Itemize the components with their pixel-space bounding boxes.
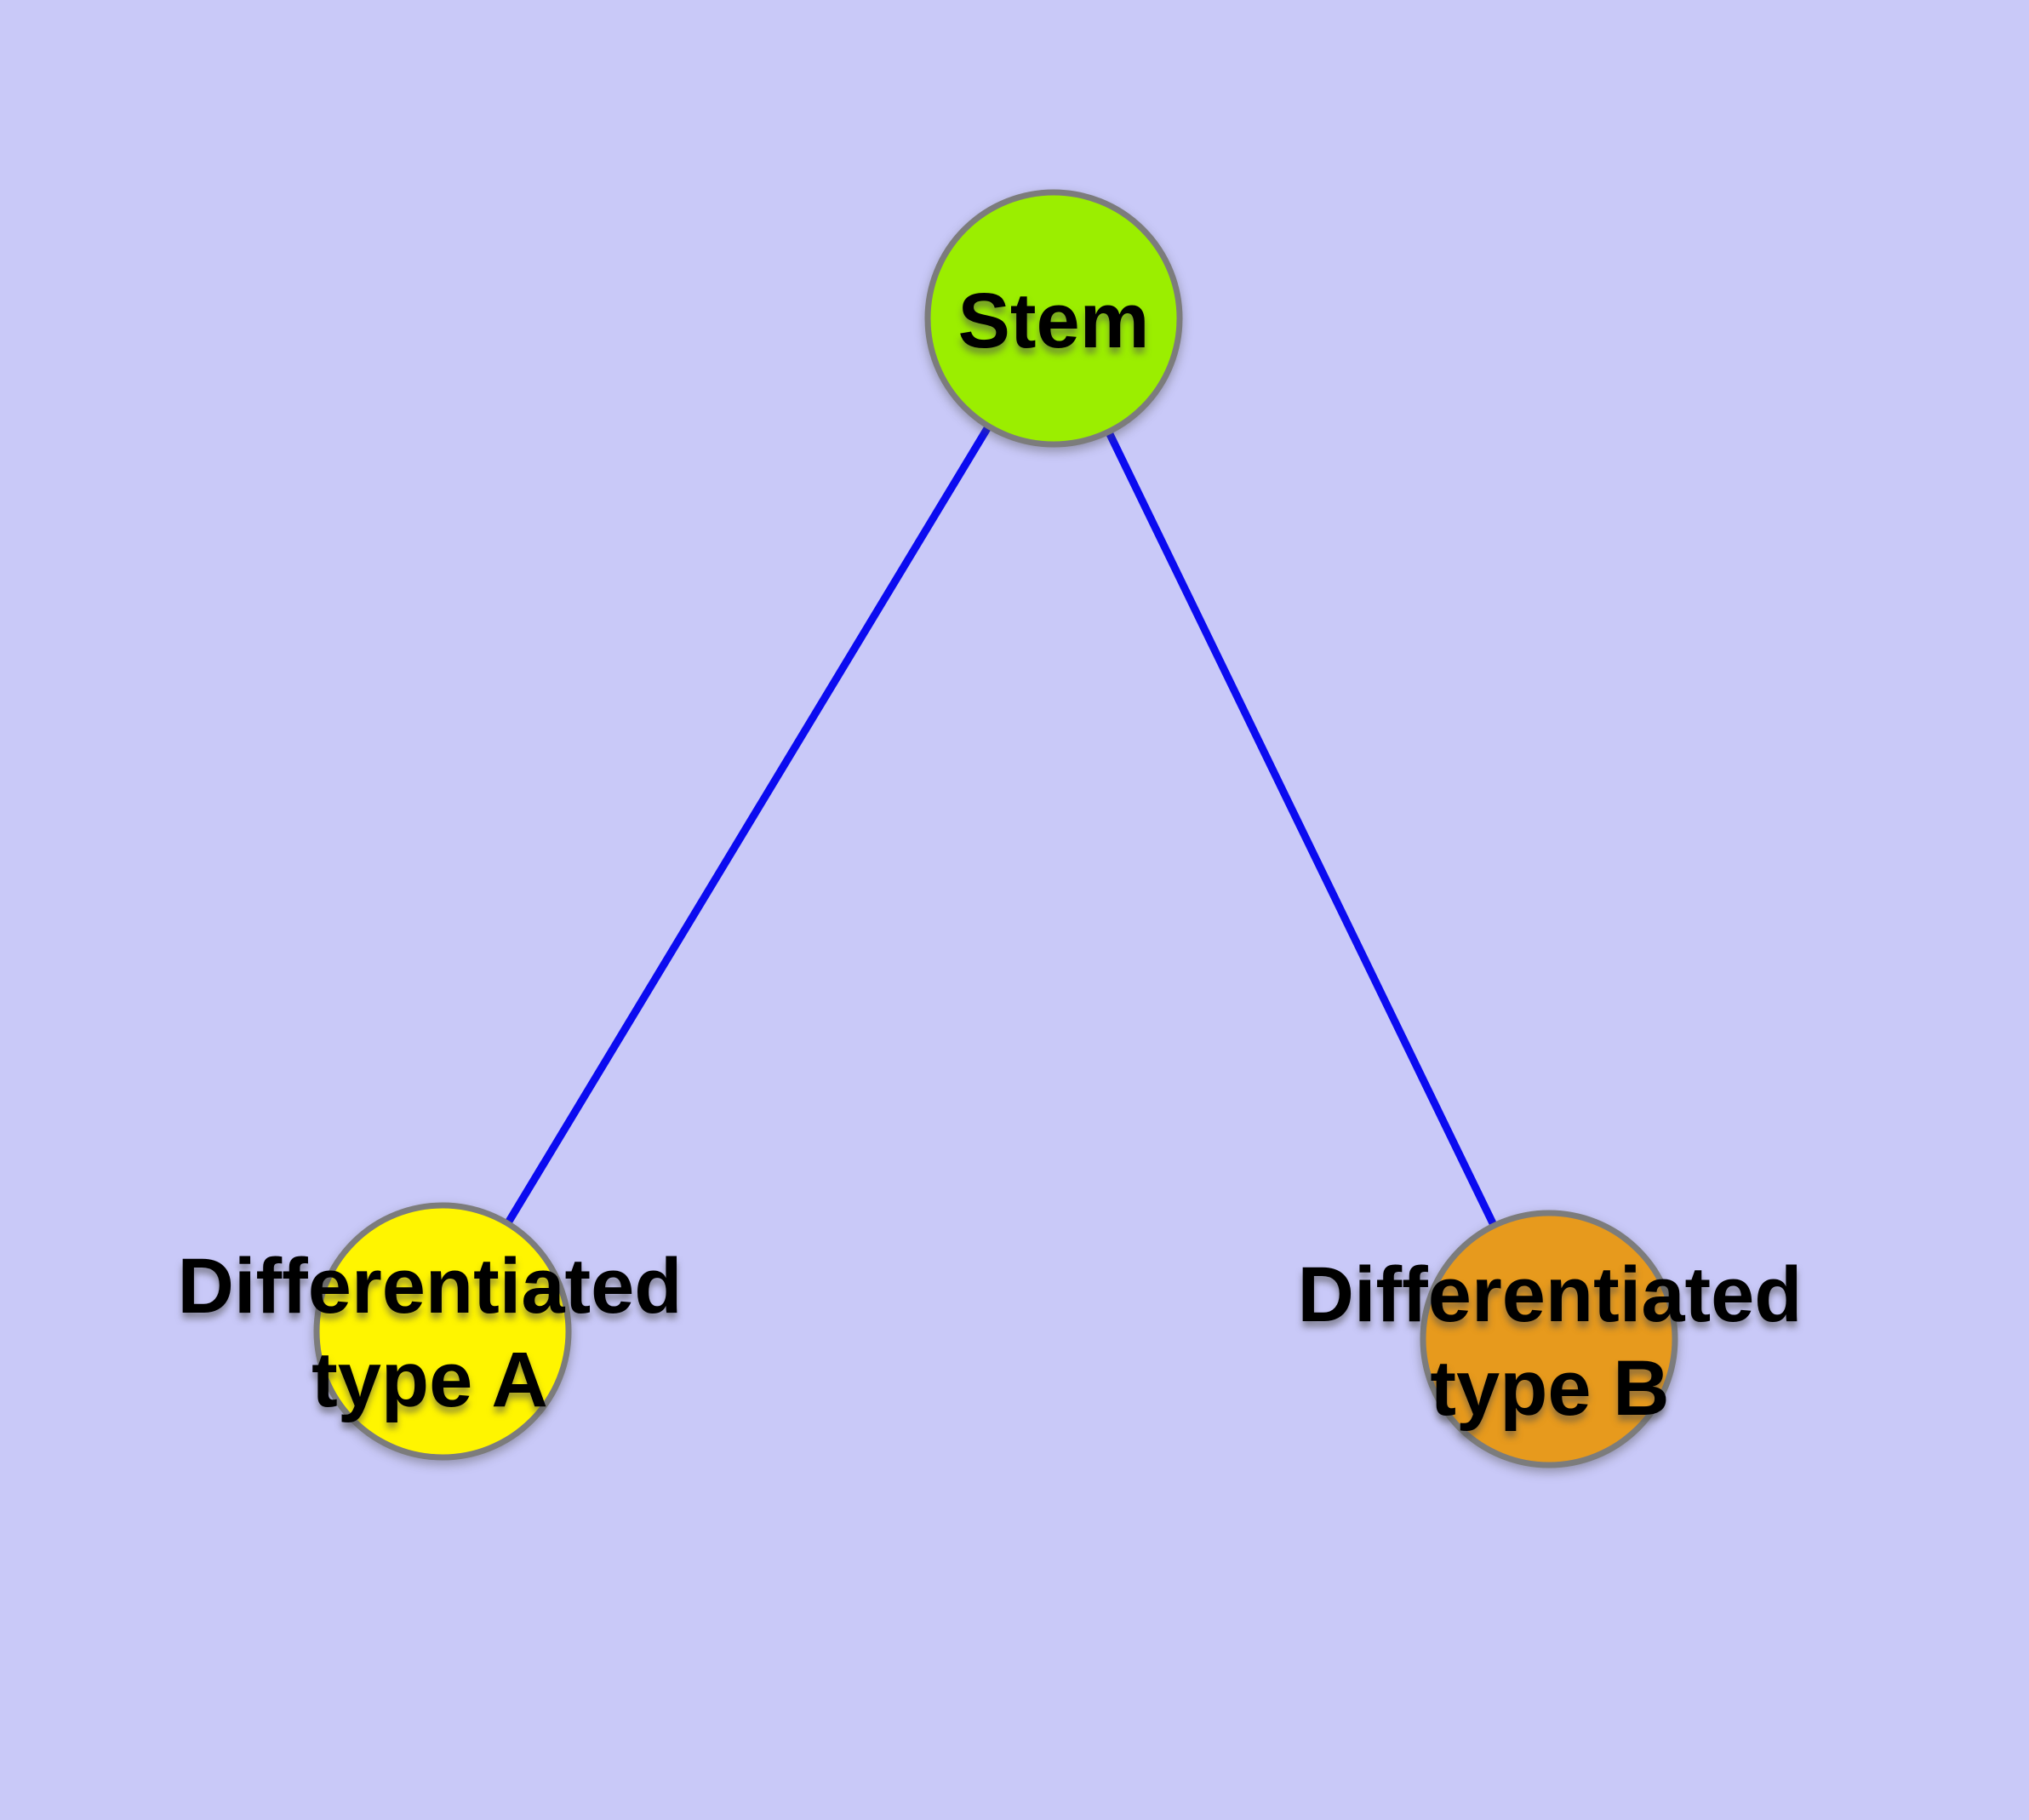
node-stem[interactable] — [924, 189, 1183, 448]
edge-stem-to-type-b — [1049, 317, 1553, 1341]
node-differentiated-type-a[interactable] — [313, 1202, 572, 1461]
edge-stem-to-type-a — [439, 316, 1057, 1334]
node-differentiated-type-b[interactable] — [1420, 1210, 1678, 1468]
